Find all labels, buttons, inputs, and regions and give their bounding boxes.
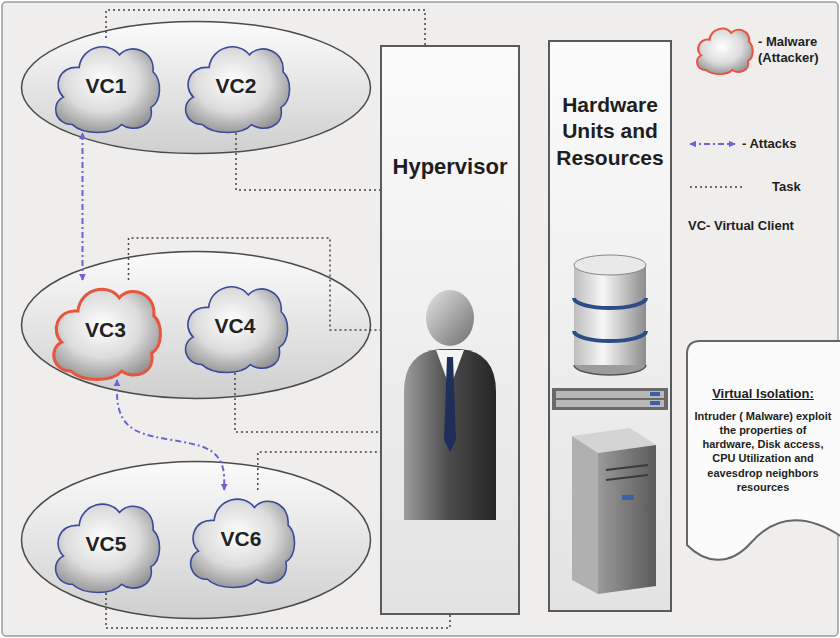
client-label: VC1 bbox=[86, 74, 127, 97]
cloud-shape bbox=[186, 47, 290, 133]
server-front bbox=[598, 445, 656, 594]
malware-cloud-shape bbox=[54, 289, 161, 379]
box-title: Hypervisor bbox=[388, 154, 512, 180]
client-label: VC4 bbox=[215, 314, 256, 337]
administrator-icon bbox=[404, 290, 496, 520]
server-tower-icon bbox=[572, 428, 656, 594]
virtual-client-cloud: VC6 bbox=[185, 490, 297, 588]
db-top bbox=[574, 255, 646, 275]
client-group-ellipse: VC1 VC2 bbox=[20, 20, 372, 155]
task-connector bbox=[106, 10, 425, 45]
note-heading: Virtual Isolation: bbox=[694, 386, 832, 402]
cloud-shape bbox=[186, 287, 288, 373]
db-bottom bbox=[574, 355, 646, 375]
task-line-sample bbox=[690, 186, 742, 188]
client-label: VC2 bbox=[216, 74, 257, 97]
component-box: Hardware Units and Resources bbox=[548, 40, 672, 612]
rack-unit-icon bbox=[552, 388, 668, 410]
ellipse-shape bbox=[22, 22, 371, 154]
task-connector bbox=[258, 452, 380, 490]
db-base-edge bbox=[574, 365, 646, 375]
virtual-client-cloud: VC5 bbox=[50, 495, 162, 593]
server-slot bbox=[606, 465, 648, 470]
legend-text: Task bbox=[772, 179, 832, 195]
note-box: Virtual Isolation: Intruder ( Malware) ex… bbox=[686, 340, 840, 565]
icon-shirt bbox=[436, 350, 464, 388]
legend-text: - Attacks bbox=[742, 136, 832, 152]
rack-body bbox=[552, 388, 668, 410]
ellipse-shape bbox=[22, 252, 371, 399]
component-box: Hypervisor bbox=[380, 45, 520, 615]
task-connector bbox=[235, 373, 380, 432]
attack-line-sample bbox=[690, 143, 735, 145]
server-side bbox=[572, 436, 598, 594]
client-group-ellipse: VC5 VC6 bbox=[20, 460, 372, 620]
virtual-client-cloud: VC4 bbox=[180, 278, 290, 373]
client-label: VC3 bbox=[85, 318, 126, 341]
icon-tie bbox=[444, 357, 456, 452]
virtual-client-cloud: VC3 bbox=[48, 280, 163, 380]
server-top bbox=[572, 428, 656, 453]
server-light bbox=[622, 495, 634, 500]
rack-light bbox=[650, 401, 660, 405]
db-body-front bbox=[574, 265, 646, 365]
db-body bbox=[574, 265, 646, 365]
icon-head bbox=[426, 290, 474, 346]
db-band bbox=[574, 298, 646, 308]
virtual-client-cloud: VC2 bbox=[180, 38, 292, 133]
icon-body bbox=[404, 349, 496, 520]
task-connector bbox=[106, 593, 450, 628]
cloud-shape bbox=[56, 47, 160, 133]
rack-slot bbox=[556, 400, 664, 407]
virtual-client-cloud: VC1 bbox=[50, 38, 162, 133]
ellipse-shape bbox=[22, 462, 371, 619]
task-connector bbox=[129, 238, 381, 330]
cloud-shape bbox=[56, 504, 160, 592]
attack-connector bbox=[117, 380, 224, 490]
note-body: Intruder ( Malware) exploit the properti… bbox=[694, 409, 832, 495]
legend-samples bbox=[690, 29, 753, 187]
rack-light bbox=[650, 392, 660, 396]
legend-text: VC- Virtual Client bbox=[688, 218, 828, 234]
server-slot bbox=[606, 475, 648, 480]
client-group-ellipse: VC3 VC4 bbox=[20, 250, 372, 400]
client-label: VC5 bbox=[86, 532, 127, 555]
malware-cloud-sample bbox=[697, 29, 753, 74]
box-title: Hardware Units and Resources bbox=[553, 92, 667, 171]
rack-slot bbox=[556, 391, 664, 398]
attack-connector bbox=[82, 133, 84, 280]
legend-text: - Malware (Attacker) bbox=[758, 34, 834, 65]
task-connector bbox=[236, 133, 380, 190]
database-icon bbox=[574, 255, 646, 375]
client-label: VC6 bbox=[221, 527, 262, 550]
cloud-shape bbox=[191, 499, 295, 587]
note-shape bbox=[687, 341, 840, 560]
db-band bbox=[574, 331, 646, 341]
